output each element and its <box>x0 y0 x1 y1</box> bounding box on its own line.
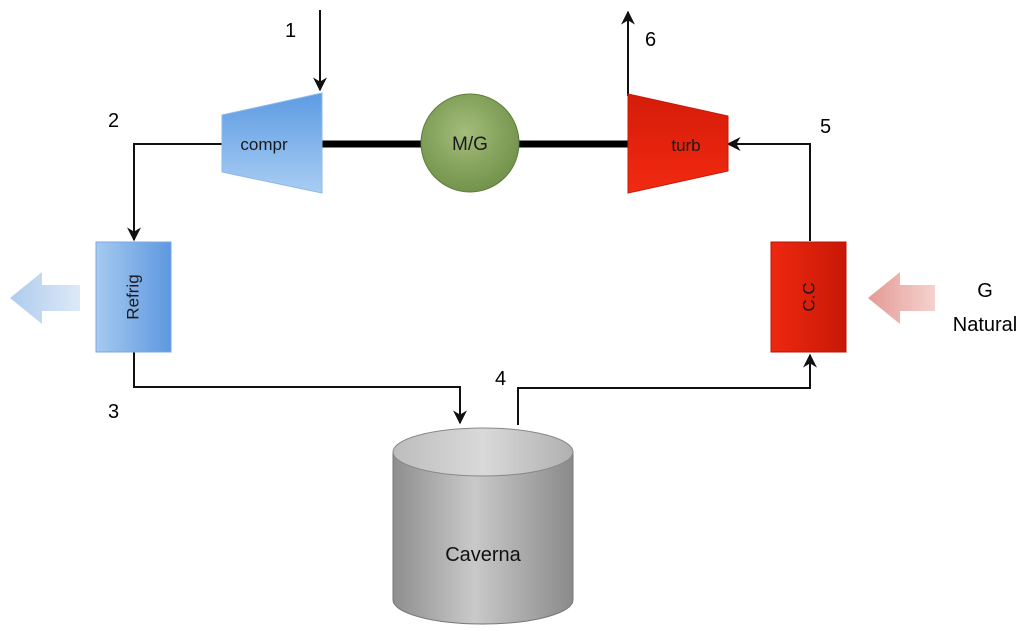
motor-generator-label: M/G <box>452 134 488 155</box>
turbine-label: turb <box>671 136 700 155</box>
state-point-1: 1 <box>285 20 296 42</box>
state-point-2: 2 <box>108 110 119 132</box>
cooler <box>95 241 172 353</box>
flow-5 <box>726 137 811 241</box>
cavern <box>392 427 574 625</box>
fuel-in-arrow-icon <box>868 272 935 324</box>
combustion-chamber-label: C.C <box>799 282 818 311</box>
state-point-5: 5 <box>820 116 831 138</box>
state-point-4: 4 <box>495 368 506 390</box>
flow-2 <box>127 143 222 242</box>
combustion-chamber <box>770 241 847 353</box>
cooler-label: Refrig <box>123 274 142 319</box>
compressor <box>221 92 323 194</box>
motor-generator <box>420 93 520 193</box>
fuel-label-line2: Natural <box>953 314 1017 336</box>
fuel-label-line1: G <box>977 280 993 302</box>
state-point-6: 6 <box>645 29 656 51</box>
turbine <box>627 93 729 194</box>
heat-out-arrow-icon <box>10 272 80 324</box>
state-point-3: 3 <box>108 401 119 423</box>
flow-3 <box>133 352 467 425</box>
flow-4 <box>517 353 817 425</box>
cavern-label: Caverna <box>445 544 521 566</box>
compressor-label: compr <box>240 135 288 154</box>
